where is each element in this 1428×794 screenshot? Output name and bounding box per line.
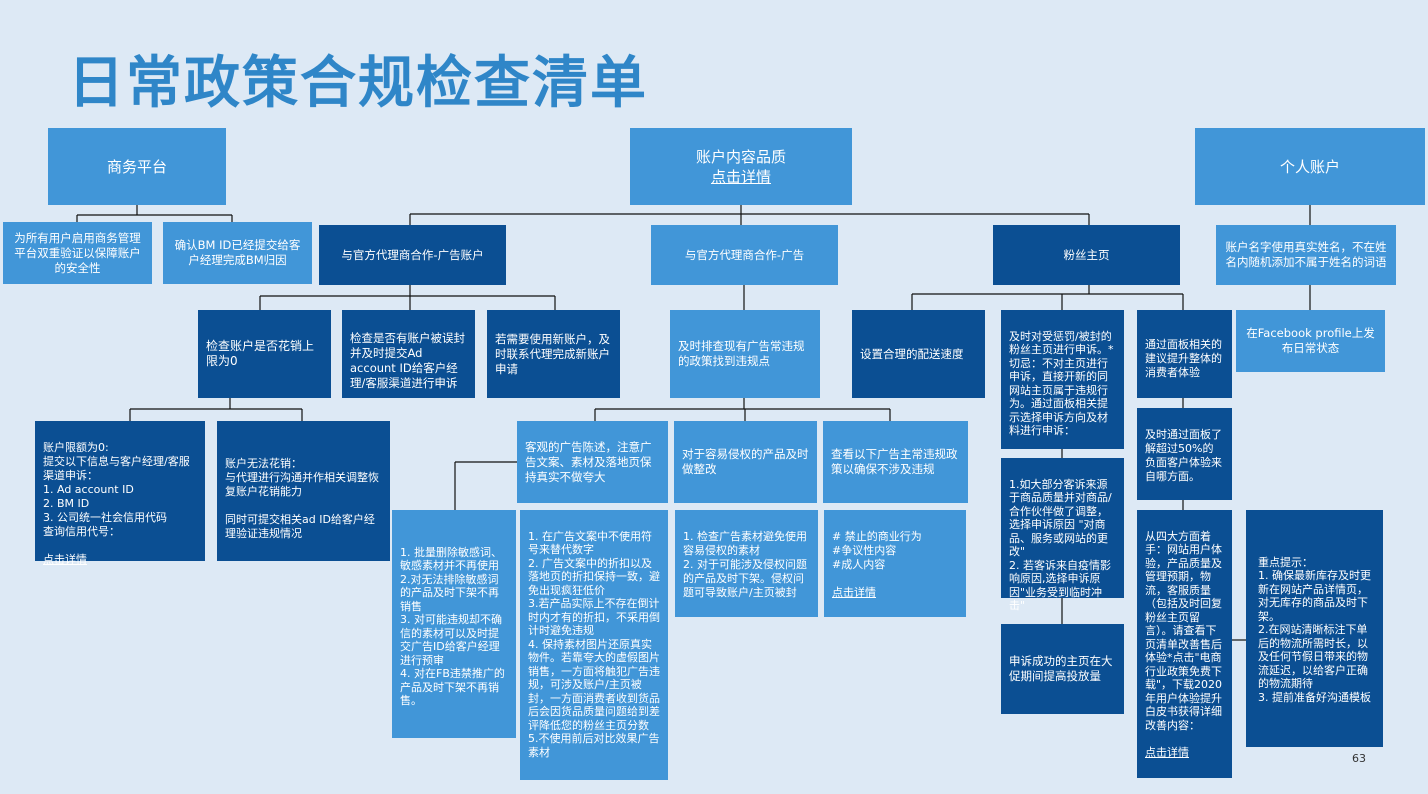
check-violation-policies-text: 及时排查现有广告常违规的政策找到违规点 — [678, 339, 805, 368]
banned-account-check-box: 检查是否有账户被误封并及时提交Ad account ID给客户经理/客服渠道进行… — [342, 310, 475, 398]
policy-list-text: # 禁止的商业行为 #争议性内容 #成人内容 — [832, 530, 922, 571]
real-name-box: 账户名字使用真实姓名，不在姓名内随机添加不属于姓名的词语 — [1216, 225, 1396, 285]
delivery-speed-box: 设置合理的配送速度 — [852, 310, 985, 398]
fan-page-box: 粉丝主页 — [993, 225, 1180, 285]
check-policy-text: 查看以下广告主常违规政策以确保不涉及违规 — [831, 447, 958, 476]
personal-account-header: 个人账户 — [1195, 128, 1425, 205]
check-violation-policies-box: 及时排查现有广告常违规的政策找到违规点 — [670, 310, 820, 398]
agency-ads-text: 与官方代理商合作-广告 — [684, 247, 805, 262]
appeal-reasons-box: 1.如大部分客诉来源于商品质量并对商品/合作伙伴做了调整，选择申诉原因 "对商品… — [1001, 458, 1124, 612]
personal-account-label: 个人账户 — [1279, 157, 1340, 176]
spend-limit-check-box: 检查账户是否花销上限为0 — [198, 310, 331, 398]
infringement-list-box: 1. 检查广告素材避免使用容易侵权的素材 2. 对于可能涉及侵权问题的产品及时下… — [675, 510, 818, 617]
sensitive-content-list-text: 1. 批量删除敏感词、敏感素材并不再使用 2.对无法排除敏感词的产品及时下架不再… — [400, 545, 505, 708]
key-tips-box: 重点提示： 1. 确保最新库存及时更新在网站产品详情页，对无库存的商品及时下架。… — [1246, 510, 1383, 747]
panel-suggestions-box: 通过面板相关的建议提升整体的消费者体验 — [1137, 310, 1232, 398]
agency-ad-account-text: 与官方代理商合作-广告账户 — [341, 247, 484, 262]
panel-suggestions-text: 通过面板相关的建议提升整体的消费者体验 — [1145, 338, 1222, 379]
cannot-spend-text: 账户无法花销： 与代理进行沟通并作相关调整恢复账户花销能力 同时可提交相关ad … — [225, 457, 379, 540]
objective-ad-statement-box: 客观的广告陈述，注意广告文案、素材及落地页保持真实不做夸大 — [517, 421, 668, 503]
whitepaper-details-link[interactable]: 点击详情 — [1145, 745, 1189, 759]
check-policy-box: 查看以下广告主常违规政策以确保不涉及违规 — [823, 421, 968, 503]
appeal-reasons-text: 1.如大部分客诉来源于商品质量并对商品/合作伙伴做了调整，选择申诉原因 "对商品… — [1009, 477, 1112, 613]
account-content-quality-header[interactable]: 账户内容品质 点击详情 — [630, 128, 852, 205]
page-title: 日常政策合规检查清单 — [68, 51, 648, 116]
business-platform-label: 商务平台 — [106, 157, 167, 176]
infringement-list-text: 1. 检查广告素材避免使用容易侵权的素材 2. 对于可能涉及侵权问题的产品及时下… — [683, 530, 807, 599]
objective-ad-statement-text: 客观的广告陈述，注意广告文案、素材及落地页保持真实不做夸大 — [525, 439, 652, 484]
agency-ad-account-box: 与官方代理商合作-广告账户 — [319, 225, 506, 285]
new-account-box: 若需要使用新账户，及时联系代理完成新账户申请 — [487, 310, 620, 398]
profile-status-box: 在Facebook profile上发布日常状态 — [1236, 310, 1385, 372]
cannot-spend-box: 账户无法花销： 与代理进行沟通并作相关调整恢复账户花销能力 同时可提交相关ad … — [217, 421, 390, 561]
real-name-text: 账户名字使用真实姓名，不在姓名内随机添加不属于姓名的词语 — [1225, 240, 1387, 269]
confirm-bm-id-text: 确认BM ID已经提交给客户经理完成BM归因 — [174, 238, 301, 267]
appeal-box: 及时对受惩罚/被封的粉丝主页进行申诉。*切忌：不对主页进行申诉，直接开新的同网站… — [1001, 310, 1124, 449]
profile-status-text: 在Facebook profile上发布日常状态 — [1246, 326, 1375, 355]
four-aspects-box: 从四大方面着手：网站用户体验，产品质量及管理预期，物流，客服质量（包括及时回复粉… — [1137, 510, 1232, 778]
enable-2fa-text: 为所有用户启用商务管理平台双重验证以保障账户的安全性 — [14, 230, 141, 275]
account-content-quality-label: 账户内容品质 — [695, 147, 786, 166]
infringement-fix-text: 对于容易侵权的产品及时做整改 — [682, 447, 809, 476]
appeal-text: 及时对受惩罚/被封的粉丝主页进行申诉。*切忌：不对主页进行申诉，直接开新的同网站… — [1009, 329, 1114, 438]
appeal-success-text: 申诉成功的主页在大促期间提高投放量 — [1009, 654, 1113, 683]
enable-2fa-box: 为所有用户启用商务管理平台双重验证以保障账户的安全性 — [3, 222, 152, 284]
fan-page-text: 粉丝主页 — [1063, 247, 1110, 262]
appeal-success-box: 申诉成功的主页在大促期间提高投放量 — [1001, 624, 1124, 714]
key-tips-text: 重点提示： 1. 确保最新库存及时更新在网站产品详情页，对无库存的商品及时下架。… — [1258, 555, 1371, 704]
panel-negative-text: 及时通过面板了解超过50%的负面客户体验来自哪方面。 — [1145, 428, 1222, 483]
limit-zero-box: 账户限额为0: 提交以下信息与客户经理/客服渠道申诉： 1. Ad accoun… — [35, 421, 205, 566]
agency-ads-box: 与官方代理商合作-广告 — [651, 225, 838, 285]
delivery-speed-text: 设置合理的配送速度 — [860, 346, 964, 361]
content-details-link[interactable]: 点击详情 — [710, 167, 771, 186]
banned-account-check-text: 检查是否有账户被误封并及时提交Ad account ID给客户经理/客服渠道进行… — [350, 331, 465, 390]
four-aspects-text: 从四大方面着手：网站用户体验，产品质量及管理预期，物流，客服质量（包括及时回复粉… — [1145, 529, 1223, 732]
new-account-text: 若需要使用新账户，及时联系代理完成新账户申请 — [495, 331, 610, 376]
objective-ad-list-box: 1. 在广告文案中不使用符号来替代数字 2. 广告文案中的折扣以及落地页的折扣保… — [520, 510, 668, 780]
spend-limit-check-text: 检查账户是否花销上限为0 — [206, 339, 315, 368]
page-number: 63 — [1352, 752, 1366, 765]
credit-code-details-link[interactable]: 点击详情 — [43, 553, 87, 566]
panel-negative-box: 及时通过面板了解超过50%的负面客户体验来自哪方面。 — [1137, 408, 1232, 500]
sensitive-content-list-box: 1. 批量删除敏感词、敏感素材并不再使用 2.对无法排除敏感词的产品及时下架不再… — [392, 510, 516, 738]
policy-list-box: # 禁止的商业行为 #争议性内容 #成人内容 点击详情 — [824, 510, 966, 617]
limit-zero-text: 账户限额为0: 提交以下信息与客户经理/客服渠道申诉： 1. Ad accoun… — [43, 441, 190, 538]
business-platform-header: 商务平台 — [48, 128, 226, 205]
confirm-bm-id-box: 确认BM ID已经提交给客户经理完成BM归因 — [163, 222, 312, 284]
infringement-fix-box: 对于容易侵权的产品及时做整改 — [674, 421, 817, 503]
objective-ad-list-text: 1. 在广告文案中不使用符号来替代数字 2. 广告文案中的折扣以及落地页的折扣保… — [528, 529, 660, 759]
policy-details-link[interactable]: 点击详情 — [832, 586, 876, 599]
